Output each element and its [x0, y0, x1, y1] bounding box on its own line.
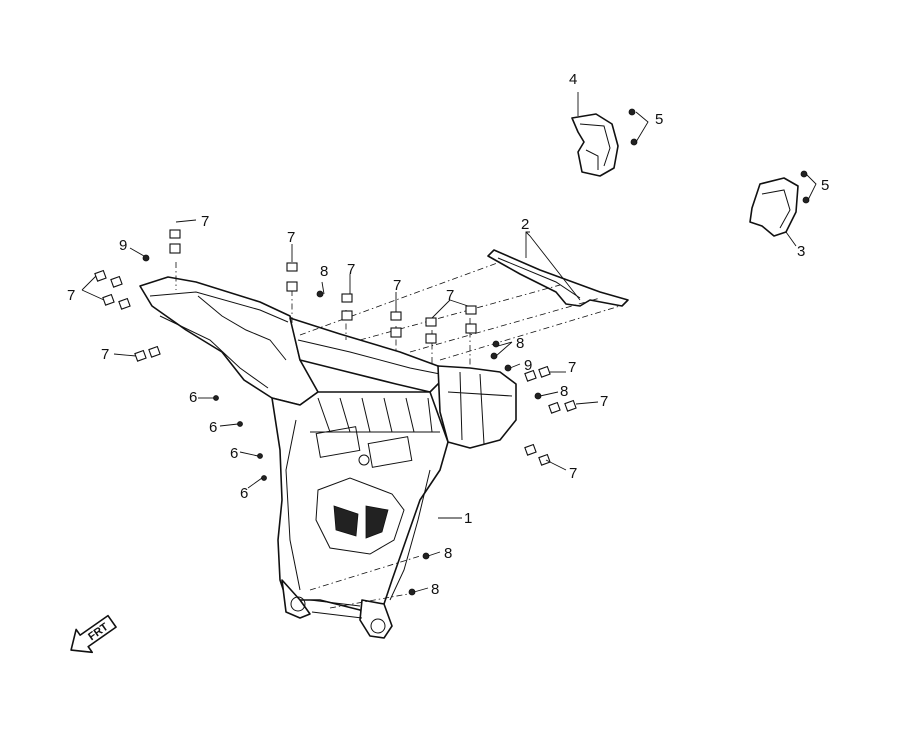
callout-1: 1 — [464, 510, 472, 527]
callout-7b: 7 — [67, 287, 75, 304]
callout-8a: 8 — [320, 263, 328, 280]
part-3-guard — [749, 177, 799, 237]
part-1-frame — [139, 276, 517, 639]
callout-7i: 7 — [600, 393, 608, 410]
callout-8e: 8 — [431, 581, 439, 598]
callout-6a: 6 — [189, 389, 197, 406]
callout-5b: 5 — [821, 177, 829, 194]
leader-lines — [81, 92, 817, 593]
callout-7d: 7 — [287, 229, 295, 246]
callout-2: 2 — [521, 216, 529, 233]
callout-7h: 7 — [568, 359, 576, 376]
callout-3: 3 — [797, 243, 805, 260]
callout-labels: 1 2 3 4 5 5 6 6 6 6 7 7 7 7 7 7 7 7 7 7 … — [67, 71, 829, 598]
callout-8c: 8 — [560, 383, 568, 400]
callout-6c: 6 — [230, 445, 238, 462]
callout-8d: 8 — [444, 545, 452, 562]
assembly-lines — [175, 261, 621, 609]
forward-arrow-icon: FRT — [70, 614, 117, 654]
part-2-bracket — [487, 249, 629, 307]
callout-7j: 7 — [569, 465, 577, 482]
fasteners — [94, 108, 810, 596]
callout-6d: 6 — [240, 485, 248, 502]
callout-7e: 7 — [347, 261, 355, 278]
callout-4: 4 — [569, 71, 577, 88]
callout-5a: 5 — [655, 111, 663, 128]
part-4-guard — [571, 113, 619, 177]
callout-6b: 6 — [209, 419, 217, 436]
callout-9b: 9 — [524, 357, 532, 374]
callout-7g: 7 — [446, 287, 454, 304]
callout-7c: 7 — [101, 346, 109, 363]
callout-7a: 7 — [201, 213, 209, 230]
callout-9a: 9 — [119, 237, 127, 254]
callout-7f: 7 — [393, 277, 401, 294]
callout-8b: 8 — [516, 335, 524, 352]
